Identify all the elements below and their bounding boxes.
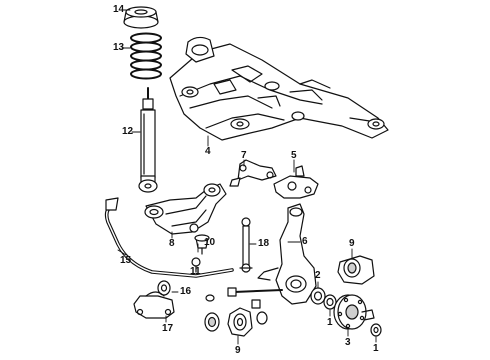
coil-spring bbox=[130, 32, 162, 80]
callout-15: 15 bbox=[120, 255, 132, 266]
callout-5: 5 bbox=[291, 150, 297, 161]
callout-1: 1 bbox=[327, 317, 333, 328]
knuckle-bolt bbox=[227, 287, 283, 297]
callout-9-upper: 9 bbox=[349, 238, 355, 249]
crossmember bbox=[169, 36, 389, 141]
bearing bbox=[310, 287, 326, 305]
upper-control-arm bbox=[273, 165, 319, 199]
lower-control-arm bbox=[144, 183, 227, 235]
callout-11: 11 bbox=[190, 266, 201, 277]
callout-2: 2 bbox=[315, 270, 321, 281]
bushing-lower bbox=[204, 294, 268, 337]
stabilizer-bushing bbox=[157, 280, 171, 296]
steering-knuckle bbox=[257, 203, 317, 305]
stabilizer-bar bbox=[104, 197, 234, 278]
callout-10: 10 bbox=[204, 237, 216, 248]
callout-9-lower: 9 bbox=[235, 345, 241, 356]
callout-1-cap: 1 bbox=[373, 343, 379, 354]
callout-4: 4 bbox=[205, 146, 211, 157]
callout-17: 17 bbox=[162, 323, 174, 334]
bushing-upper bbox=[337, 255, 375, 285]
callout-3: 3 bbox=[345, 337, 351, 348]
callout-14: 14 bbox=[113, 4, 125, 15]
callout-18: 18 bbox=[258, 238, 270, 249]
shock-absorber bbox=[138, 87, 158, 193]
leader-lines bbox=[117, 9, 377, 345]
callout-13: 13 bbox=[113, 42, 125, 53]
callout-8: 8 bbox=[169, 238, 175, 249]
wheel-hub bbox=[333, 294, 375, 330]
spring-isolator bbox=[123, 6, 159, 29]
callout-16: 16 bbox=[180, 286, 192, 297]
callout-6: 6 bbox=[302, 236, 308, 247]
callout-7: 7 bbox=[241, 150, 247, 161]
dust-cap bbox=[370, 323, 382, 337]
bushing-bracket bbox=[133, 291, 175, 319]
callout-12: 12 bbox=[122, 126, 134, 137]
ball-joint bbox=[194, 234, 210, 255]
seal bbox=[323, 294, 337, 310]
steering-arm bbox=[229, 159, 277, 187]
stabilizer-link bbox=[239, 217, 253, 273]
